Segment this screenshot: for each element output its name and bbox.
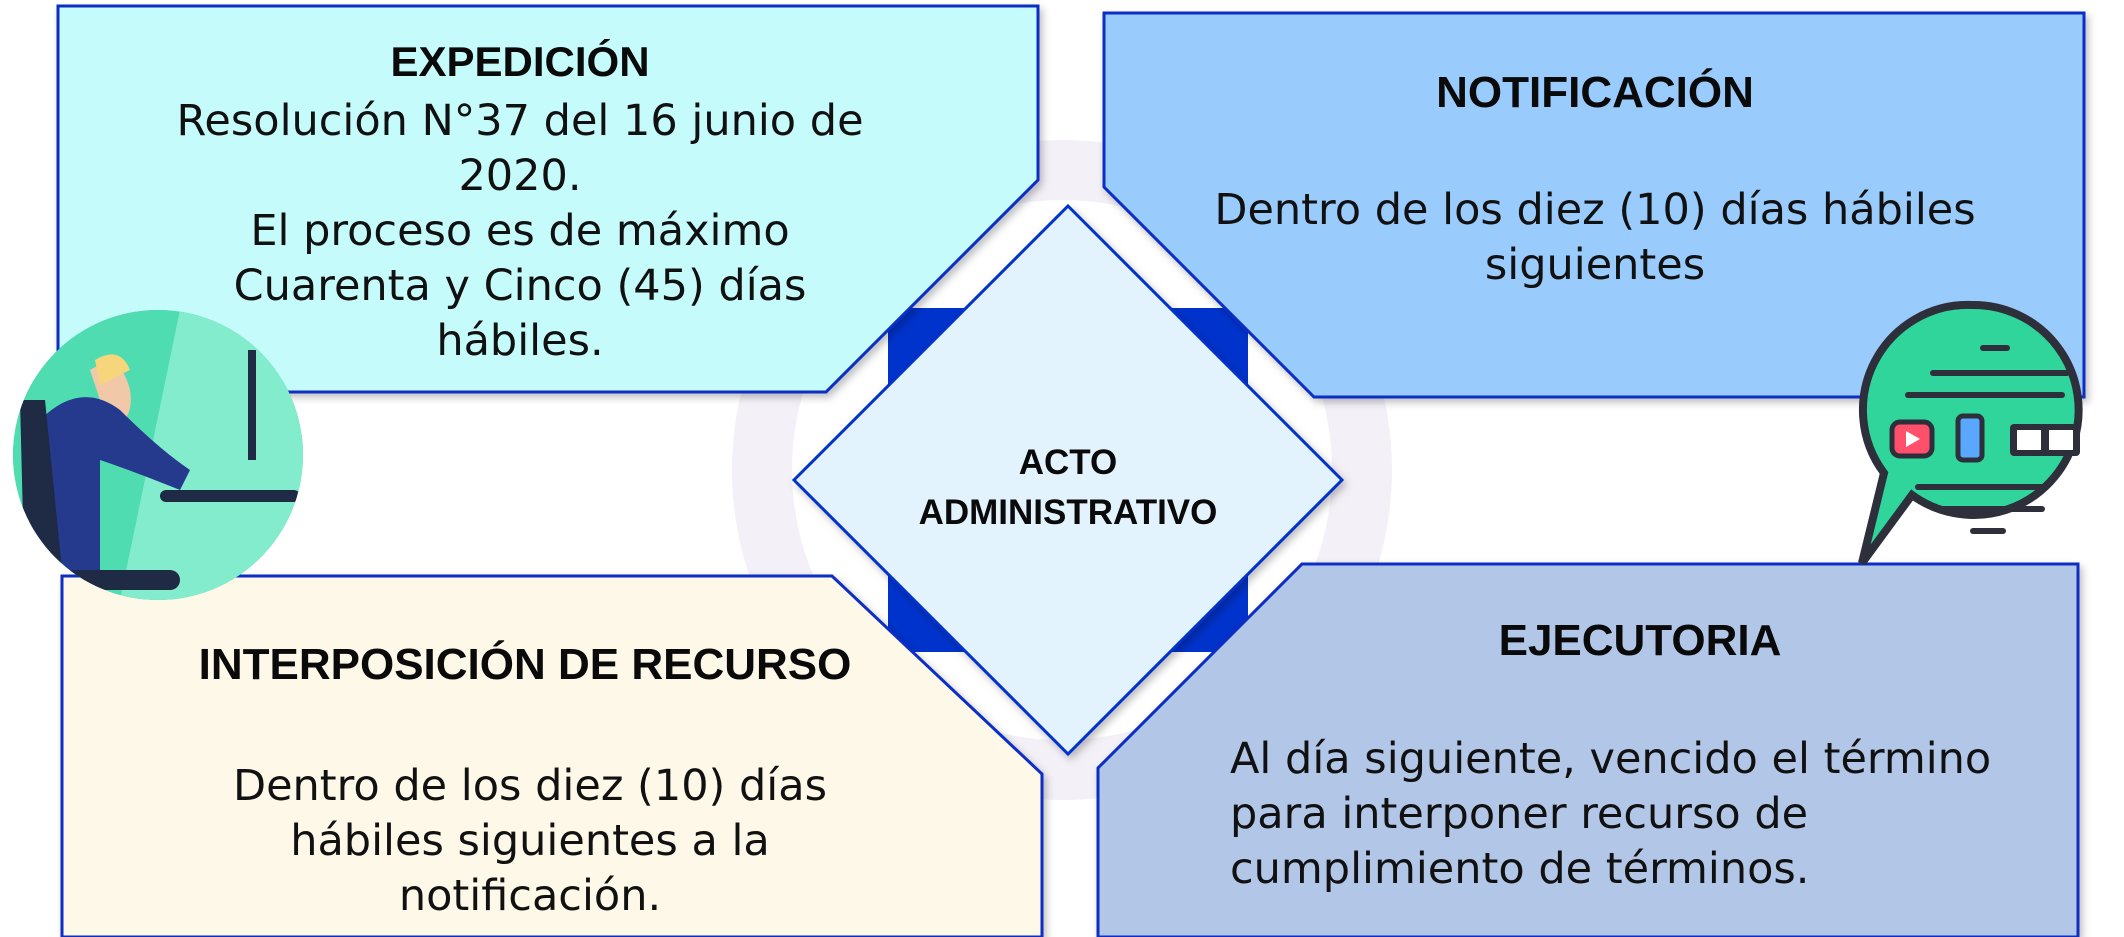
ejecutoria-panel (1096, 562, 2080, 937)
notificacion-panel (1102, 11, 2086, 399)
acto-administrativo-diamond (791, 203, 1345, 757)
interposicion-body: Dentro de los diez (10) días hábiles sig… (232, 761, 827, 921)
interposicion-panel (60, 574, 1044, 937)
background-watermark (732, 140, 1392, 800)
notificacion-body: Dentro de los diez (10) días hábiles sig… (1214, 185, 1976, 290)
ejecutoria-body: Al día siguiente, vencido el término par… (1230, 734, 1992, 894)
chat-bubble-media-icon (1858, 300, 2083, 566)
acto-administrativo-label: ACTO ADMINISTRATIVO (918, 443, 1218, 532)
person-at-computer-icon (13, 310, 303, 600)
notificacion-title: NOTIFICACIÓN (1436, 68, 1754, 117)
expedicion-title: EXPEDICIÓN (390, 38, 650, 85)
interposicion-title: INTERPOSICIÓN DE RECURSO (198, 640, 852, 689)
ejecutoria-title: EJECUTORIA (1498, 616, 1782, 665)
expedicion-body: Resolución N°37 del 16 junio de 2020. El… (176, 96, 864, 366)
expedicion-panel (56, 4, 1040, 394)
